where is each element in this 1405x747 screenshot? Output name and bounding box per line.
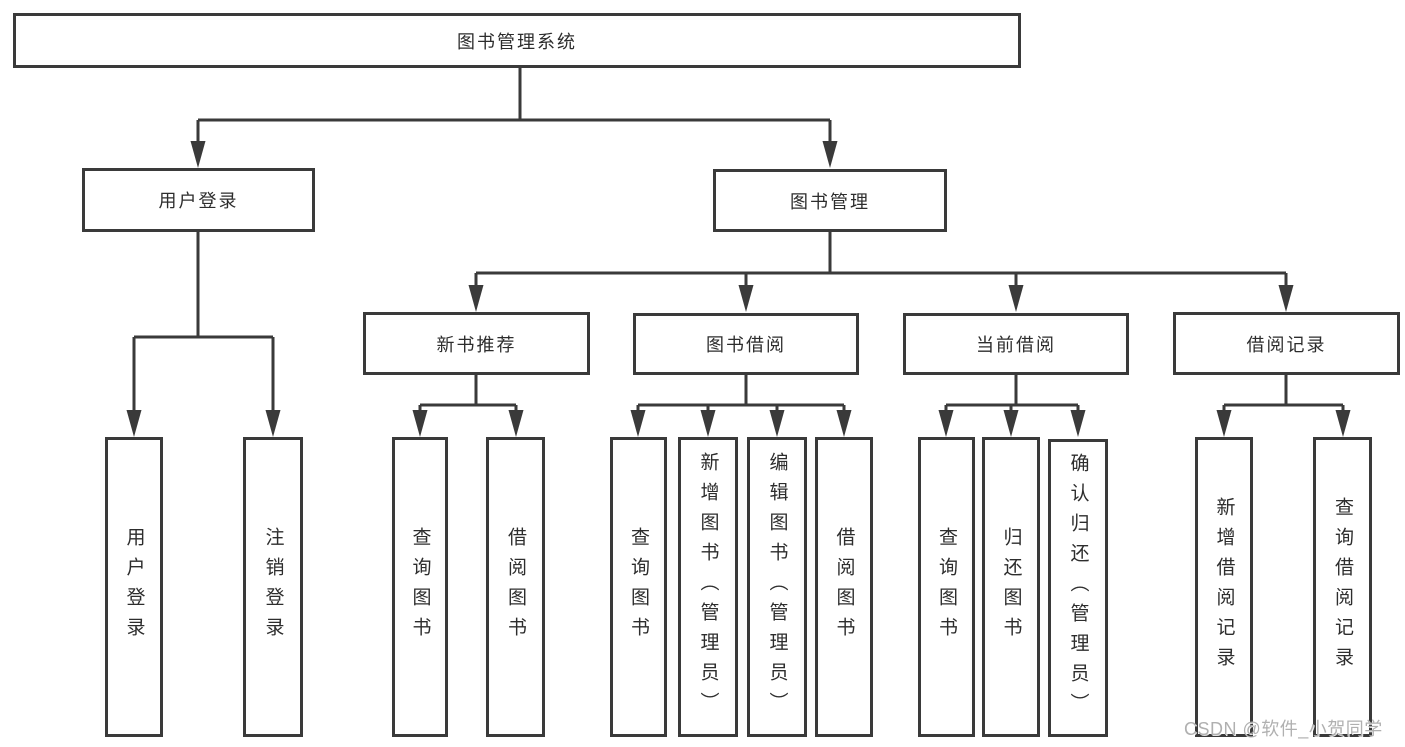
node-leaf-query-books-current: 查询图书 <box>918 437 975 737</box>
node-new-book-recommend: 新书推荐 <box>363 312 590 375</box>
node-leaf-borrow-books-recommend: 借阅图书 <box>486 437 545 737</box>
connector-book-borrow-children <box>630 375 852 437</box>
connector-new-book-children <box>412 375 524 437</box>
csdn-watermark: CSDN @软件_小贺同学 <box>1184 719 1383 739</box>
connector-user-login-children <box>126 232 281 437</box>
node-leaf-add-books-admin: 新增图书（管理员） <box>678 437 738 737</box>
connector-current-borrow-children <box>938 375 1086 437</box>
node-leaf-add-borrow-record: 新增借阅记录 <box>1195 437 1253 737</box>
node-leaf-logout: 注销登录 <box>243 437 303 737</box>
connector-borrow-records-children <box>1216 375 1351 437</box>
node-leaf-borrow-books: 借阅图书 <box>815 437 873 737</box>
node-current-borrow: 当前借阅 <box>903 313 1129 375</box>
node-leaf-user-login: 用户登录 <box>105 437 163 737</box>
node-book-management: 图书管理 <box>713 169 947 232</box>
node-leaf-query-books-borrow: 查询图书 <box>610 437 667 737</box>
node-book-borrow: 图书借阅 <box>633 313 859 375</box>
connector-book-management-children <box>468 232 1294 312</box>
node-leaf-edit-books-admin: 编辑图书（管理员） <box>747 437 807 737</box>
node-leaf-query-borrow-record: 查询借阅记录 <box>1313 437 1372 737</box>
node-user-login: 用户登录 <box>82 168 315 232</box>
connector-root-to-level2 <box>190 68 838 168</box>
node-borrow-records: 借阅记录 <box>1173 312 1400 375</box>
node-leaf-query-books-recommend: 查询图书 <box>392 437 448 737</box>
node-root-library-system: 图书管理系统 <box>13 13 1021 68</box>
node-leaf-confirm-return-admin: 确认归还（管理员） <box>1048 439 1108 737</box>
node-leaf-return-books: 归还图书 <box>982 437 1040 737</box>
